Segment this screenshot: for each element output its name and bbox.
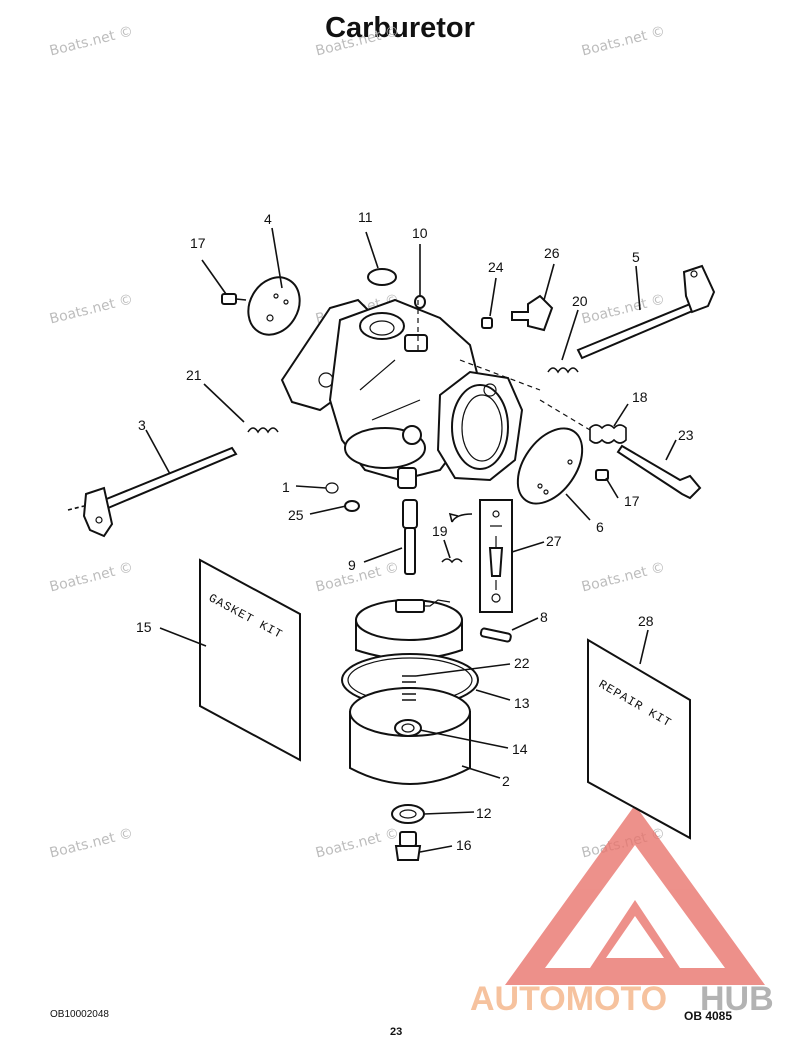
callout-9: 9	[348, 557, 356, 573]
callout-17b: 17	[624, 493, 640, 509]
page-number: 23	[390, 1026, 403, 1038]
float-bowl	[349, 687, 471, 785]
callout-numbers: 1 2 3 4 5 6 8 9 10 11 12 13 14 15 16 17 …	[136, 209, 694, 853]
callout-12: 12	[476, 805, 492, 821]
callout-19: 19	[432, 523, 448, 539]
logo-inner-triangle-icon	[590, 900, 680, 968]
choke-plate	[516, 427, 584, 505]
callout-5: 5	[632, 249, 640, 265]
callout-15: 15	[136, 619, 152, 635]
callout-10: 10	[412, 225, 428, 241]
callout-16: 16	[456, 837, 472, 853]
callout-17: 17	[190, 235, 206, 251]
choke-shaft	[576, 264, 716, 360]
callout-26: 26	[544, 245, 560, 261]
drawing-code: OB 4085	[684, 1009, 733, 1023]
nozzle	[402, 499, 418, 575]
float-pin	[479, 627, 512, 643]
carburetor-body	[280, 298, 524, 489]
washer-12	[391, 804, 425, 824]
gasket-kit-card: GASKET KIT	[199, 558, 301, 762]
spring-18	[589, 424, 627, 444]
throttle-plate	[247, 276, 301, 336]
logo-text-automoto: AUTOMOTO	[470, 980, 667, 1018]
document-code: OB10002048	[50, 1009, 109, 1020]
clip-1	[325, 482, 339, 494]
leader-lines	[145, 227, 677, 853]
arrowhead-icon	[448, 512, 459, 523]
spring-19	[441, 558, 463, 564]
logo-text-hub: HUB	[700, 980, 774, 1018]
callout-4: 4	[264, 211, 272, 227]
callout-18: 18	[632, 389, 648, 405]
spring-21	[247, 427, 279, 434]
callout-8: 8	[540, 609, 548, 625]
needle-valve	[616, 444, 702, 500]
welch-plug	[367, 268, 397, 286]
callout-3: 3	[138, 417, 146, 433]
callout-2: 2	[502, 773, 510, 789]
washer-14	[394, 719, 422, 737]
spring-20	[547, 367, 579, 374]
callout-21: 21	[186, 367, 202, 383]
callout-24: 24	[488, 259, 504, 275]
logo-triangle-icon	[505, 805, 765, 985]
callout-14: 14	[512, 741, 528, 757]
float	[355, 599, 463, 660]
callout-28: 28	[638, 613, 654, 629]
callout-27: 27	[546, 533, 562, 549]
callout-13: 13	[514, 695, 530, 711]
throttle-shaft	[67, 446, 238, 538]
callout-25: 25	[288, 507, 304, 523]
page-title: Carburetor	[325, 12, 475, 44]
drain-plug	[394, 831, 422, 861]
callout-11: 11	[358, 209, 373, 225]
callout-6: 6	[596, 519, 604, 535]
screw-25	[344, 500, 360, 512]
elbow-fitting	[511, 294, 554, 332]
inlet-needle-kit	[479, 499, 513, 613]
direction-arrow-icon	[451, 513, 473, 523]
automotohub-logo: AUTOMOTO HUB	[470, 805, 774, 1018]
callout-23: 23	[678, 427, 694, 443]
screw-17b	[595, 469, 609, 481]
screw-17	[221, 293, 247, 305]
callout-20: 20	[572, 293, 588, 309]
repair-kit-card: REPAIR KIT	[587, 638, 691, 840]
screw-24	[481, 317, 493, 329]
callout-1: 1	[282, 479, 290, 495]
jet-10	[414, 295, 426, 309]
callout-22: 22	[514, 655, 530, 671]
spring-22	[402, 675, 416, 701]
